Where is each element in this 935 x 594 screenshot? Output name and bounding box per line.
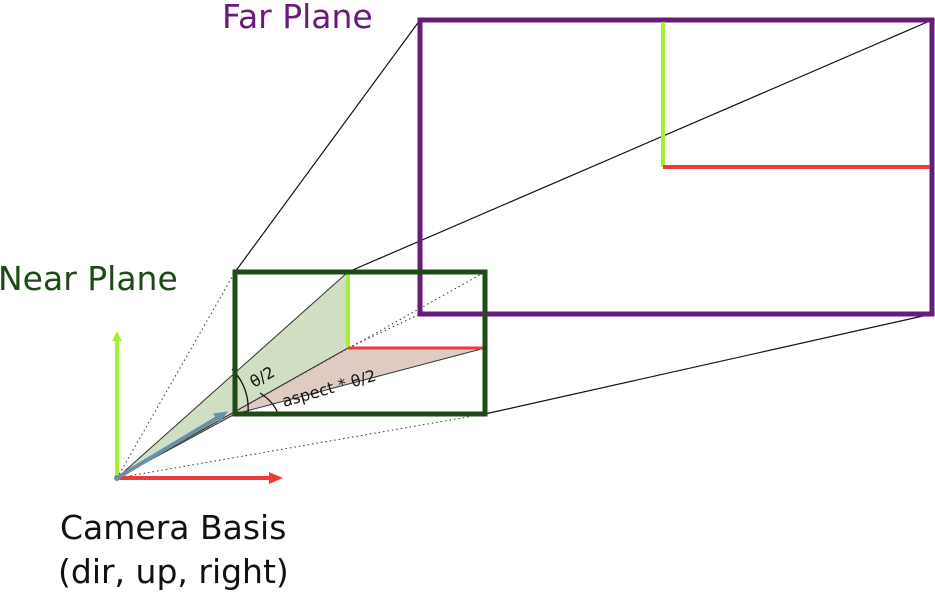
dotted-line-top-right [116,271,486,479]
camera-basis-vectors-label: (dir, up, right) [58,552,289,591]
far-plane-rect [417,17,935,317]
near-plane-label: Near Plane [0,259,178,298]
dir-vector-arrow [115,411,229,480]
dotted-center-to-far [347,313,421,349]
frustum-edge-top-left [234,19,421,273]
far-plane-label: Far Plane [222,0,373,36]
dotted-line-top-left [116,271,236,479]
near-to-far-lines [234,19,933,415]
frustum-edge-bottom-right [484,313,933,415]
camera-to-near-dotted-lines [116,271,486,479]
camera-basis-label: Camera Basis [60,508,286,547]
frustum-edge-center-diagonal [347,19,933,273]
camera-origin-dot [114,475,120,481]
near-plane-rect [232,269,488,417]
dotted-line-bottom-right [116,413,486,479]
